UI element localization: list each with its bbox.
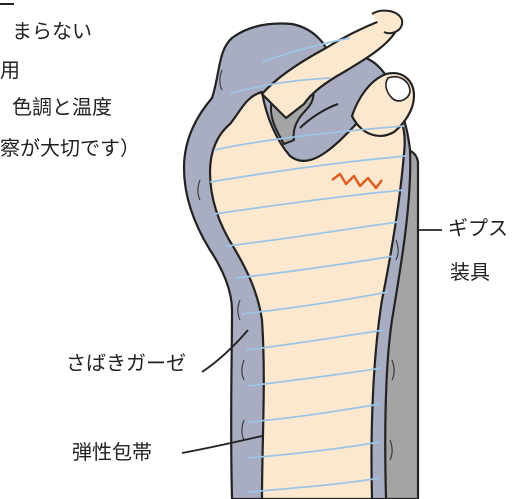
label-orthosis: 装具 [450,260,490,284]
label-cast: ギプス [448,216,508,240]
label-gauze: さばきガーゼ [66,351,186,375]
label-bandage: 弾性包帯 [72,440,152,464]
